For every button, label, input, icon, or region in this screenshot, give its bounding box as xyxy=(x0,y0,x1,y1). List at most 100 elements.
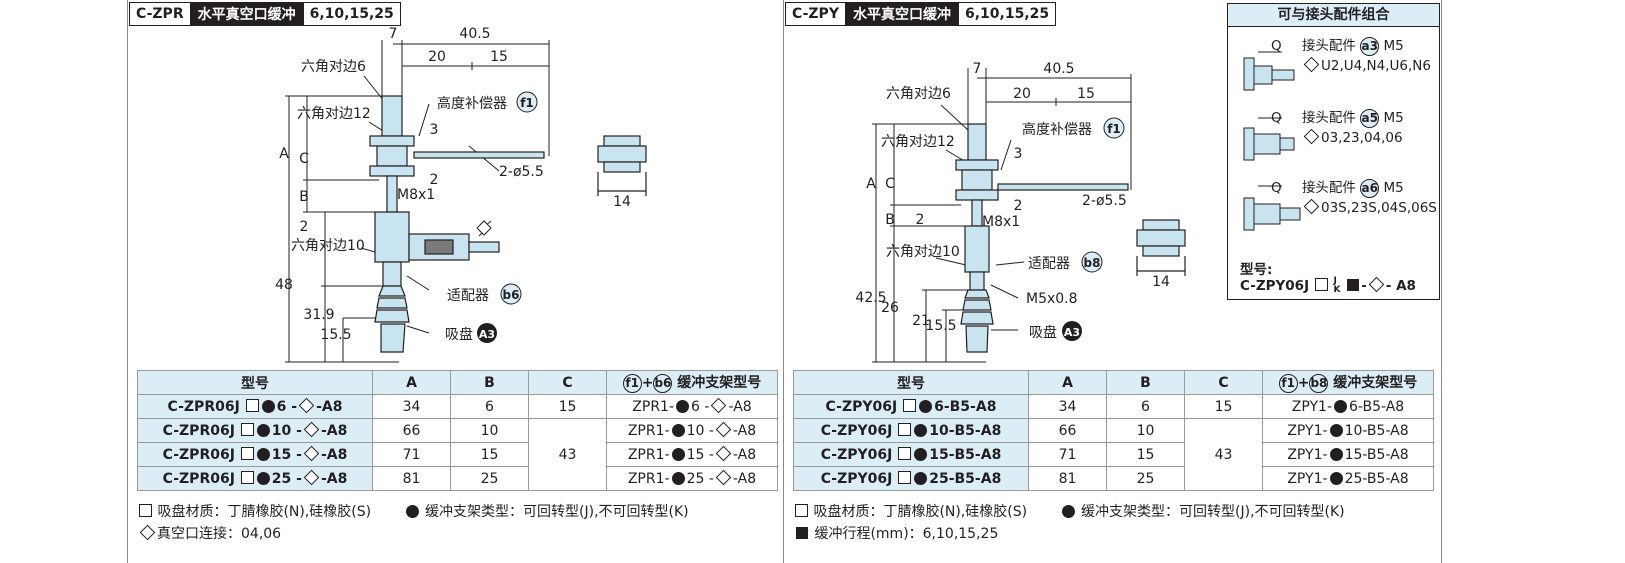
table-header-row: 型号 A B C f1+b6 缓冲支架型号 xyxy=(137,370,778,395)
dim-m5: M5x0.8 xyxy=(1026,291,1078,307)
option-j: J xyxy=(1333,276,1337,286)
dim-holes: 2-ø5.5 xyxy=(1082,193,1127,209)
cell-b: 6 xyxy=(450,394,529,419)
dim-2: 2 xyxy=(430,172,439,188)
plus-sign: + xyxy=(1297,375,1310,392)
note-cup-material: 吸盘材质：丁腈橡胶(N),硅橡胶(S) xyxy=(157,504,372,520)
diamond-symbol xyxy=(1303,56,1320,73)
model-prefix: C-ZPY06J xyxy=(820,446,893,463)
right-spec-table: 型号 A B C f1+b8 缓冲支架型号 C-ZPY06J 6-B5-A8 3… xyxy=(793,370,1434,491)
cell-a: 71 xyxy=(1028,442,1107,467)
box-symbol xyxy=(898,470,912,484)
model-prefix: C-ZPR06J xyxy=(162,446,235,463)
model-prefix: C-ZPR06J xyxy=(162,422,235,439)
note-vacuum-port: 真空口连接：04,06 xyxy=(157,526,282,542)
table-row: C-ZPR06J 15 --A8 71 15 ZPR1-15 --A8 xyxy=(137,442,778,467)
mount-label: 缓冲支架型号 xyxy=(677,375,762,392)
model-size: 25 xyxy=(271,470,292,487)
fitting-size: M5 xyxy=(1383,38,1404,54)
box-symbol xyxy=(245,398,259,412)
model-suffix: 15-B5-A8 xyxy=(929,446,1002,463)
diamond-symbol xyxy=(303,469,320,485)
dim-15-5: 15.5 xyxy=(320,327,351,343)
col-c: C xyxy=(1184,370,1263,395)
cell-b: 15 xyxy=(1106,442,1185,467)
series-code: C-ZPY xyxy=(786,3,845,25)
model-suffix: -A8 xyxy=(320,446,348,463)
dot-symbol xyxy=(919,399,933,413)
cell-c: 15 xyxy=(528,394,607,419)
right-note-line1: 吸盘材质：丁腈橡胶(N),硅橡胶(S) 缓冲支架类型：可回转型(J),不可回转型… xyxy=(794,501,1373,521)
dot-symbol xyxy=(914,447,928,461)
model-size: 6 xyxy=(276,398,287,415)
dot-symbol xyxy=(256,423,270,437)
combo-title: 可与接头配件组合 xyxy=(1228,4,1439,27)
dot-symbol xyxy=(914,423,928,437)
q-label: Q xyxy=(1271,180,1282,196)
diamond-symbol xyxy=(715,421,732,437)
cell-c: 15 xyxy=(1184,394,1263,419)
dim-48: 48 xyxy=(275,277,293,293)
table-row: C-ZPY06J 6-B5-A8 34 6 15 ZPY1-6-B5-A8 xyxy=(793,394,1434,419)
note-stroke: 缓冲行程(mm)：6,10,15,25 xyxy=(814,526,999,542)
dot-symbol xyxy=(914,471,928,485)
table-row: C-ZPY06J 15-B5-A8 71 15 ZPY1-15-B5-A8 xyxy=(793,442,1434,467)
dim-A: A xyxy=(279,146,289,162)
mount-prefix: ZPR1- xyxy=(627,422,670,439)
dot-symbol xyxy=(1334,399,1348,413)
model-suffix: 25-B5-A8 xyxy=(929,470,1002,487)
dim-21: 21 xyxy=(912,313,930,329)
series-sizes: 6,10,15,25 xyxy=(958,3,1056,25)
square-symbol xyxy=(796,527,808,539)
mount-prefix: ZPR1- xyxy=(627,470,670,487)
dim-3: 3 xyxy=(1014,146,1023,162)
cell-b: 15 xyxy=(450,442,529,467)
left-note-line2: 真空口连接：04,06 xyxy=(138,523,281,543)
box-symbol xyxy=(898,422,912,436)
label-hex10: 六角对边10 xyxy=(886,244,960,260)
right-border xyxy=(1441,0,1442,563)
dot-symbol xyxy=(256,447,270,461)
id-b8: b8 xyxy=(1084,256,1101,270)
dot-symbol xyxy=(1329,447,1343,461)
dot-symbol xyxy=(671,471,685,485)
id-a3: A3 xyxy=(1064,326,1080,339)
dim-26: 26 xyxy=(881,300,899,316)
box-symbol xyxy=(240,446,254,460)
cell-a: 66 xyxy=(372,418,451,443)
table-row: C-ZPR06J 10 --A8 66 10 43 ZPR1-10 --A8 xyxy=(137,418,778,491)
mount-prefix: ZPY1- xyxy=(1287,446,1328,463)
square-symbol xyxy=(1347,279,1360,291)
box-symbol xyxy=(1314,278,1328,291)
dot-symbol xyxy=(1329,423,1343,437)
mount-prefix: ZPY1- xyxy=(1287,470,1328,487)
dim-15: 15 xyxy=(1077,86,1095,102)
series-name: 水平真空口缓冲 xyxy=(189,3,304,25)
table-header-row: 型号 A B C f1+b8 缓冲支架型号 xyxy=(793,370,1434,395)
series-sizes: 6,10,15,25 xyxy=(303,3,400,25)
fitting-drawings xyxy=(1243,51,1301,231)
fitting-name: 接头配件 xyxy=(1301,110,1356,126)
diamond-symbol xyxy=(715,469,732,485)
q-label: Q xyxy=(1271,110,1282,126)
dim-14: 14 xyxy=(1152,274,1170,290)
cell-a: 81 xyxy=(372,466,451,491)
dim-15-5: 15.5 xyxy=(925,318,956,334)
model-suffix: 6-B5-A8 xyxy=(934,398,997,415)
dim-3: 3 xyxy=(430,122,439,138)
diamond-symbol xyxy=(298,397,315,413)
cell-a: 34 xyxy=(372,394,451,419)
dot-symbol xyxy=(405,505,419,518)
left-note-line1: 吸盘材质：丁腈橡胶(N),硅橡胶(S) 缓冲支架类型：可回转型(J),不可回转型… xyxy=(138,501,717,521)
table-row: C-ZPR06J 6 --A8 34 6 15 ZPR1-6 --A8 xyxy=(137,394,778,419)
col-b: B xyxy=(450,370,529,395)
diamond-symbol xyxy=(711,397,727,413)
dim-B: B xyxy=(299,189,309,205)
diamond-symbol xyxy=(1368,276,1385,293)
fitting-options: U2,U4,N4,U6,N6 xyxy=(1321,58,1431,74)
label-adapter: 适配器 xyxy=(447,288,489,304)
cell-b: 6 xyxy=(1106,394,1185,419)
dim-14: 14 xyxy=(613,194,631,210)
dot-symbol xyxy=(261,399,275,413)
model-prefix: C-ZPR06J xyxy=(162,470,235,487)
